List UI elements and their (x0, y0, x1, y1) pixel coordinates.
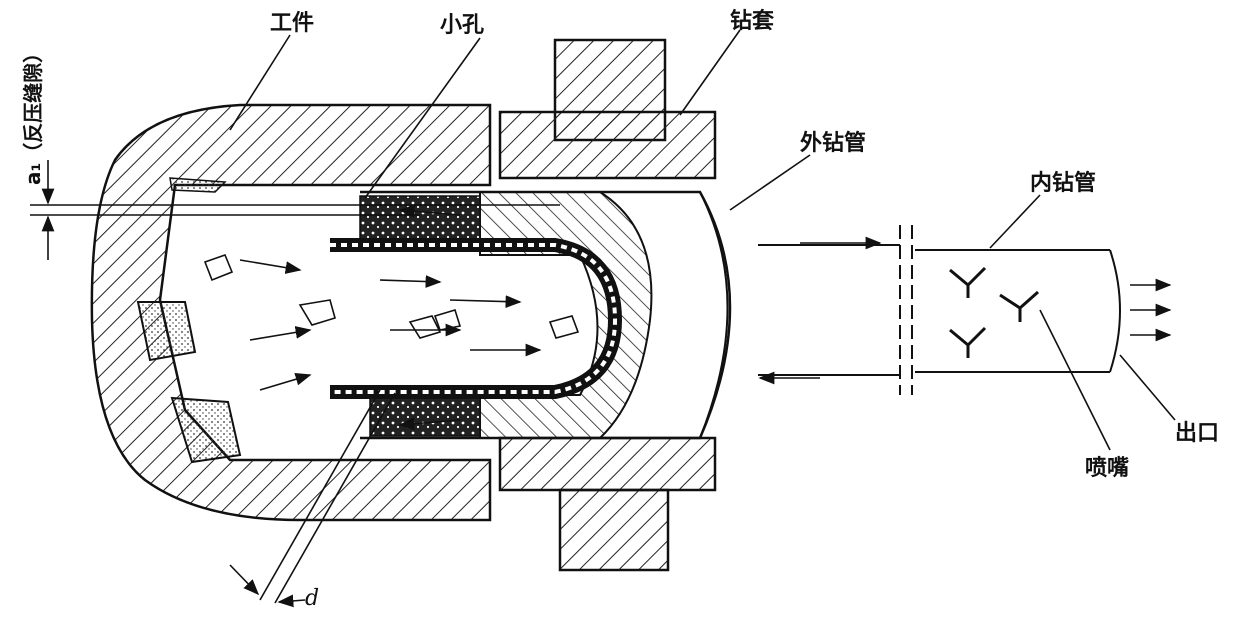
nozzle-group (949, 266, 1039, 358)
label-gap-a1: a₁（反压缝隙） (21, 43, 45, 185)
leader-lines (229, 29, 1176, 451)
drill-bushing-upper (498, 38, 717, 180)
cutting-insert-upper (136, 301, 197, 362)
drill-head (479, 191, 653, 439)
label-outlet: 出口 (1175, 421, 1219, 446)
flow-arrows (239, 204, 1172, 431)
label-drill-bushing: 钻套 (730, 8, 774, 34)
label-small-hole: 小孔 (440, 13, 484, 38)
label-outer-drill-tube: 外钻管 (800, 130, 866, 156)
cutting-insert-lower (170, 396, 242, 464)
gap-dimension (30, 160, 560, 260)
workpiece-body (90, 103, 492, 522)
label-inner-drill-tube: 内钻管 (1030, 170, 1096, 196)
label-nozzle: 喷嘴 (1085, 456, 1129, 481)
label-workpiece: 工件 (270, 11, 314, 36)
outer-drill-tube (360, 190, 732, 440)
label-diameter-d: d (305, 586, 319, 611)
drill-bushing-lower (498, 436, 717, 572)
chip-fragments (203, 253, 580, 339)
inner-tube-wall (330, 238, 623, 399)
guide-pad-upper (169, 177, 227, 193)
chip-packing (359, 195, 481, 437)
diameter-dimension (229, 389, 396, 608)
inner-drill-tube-extension (758, 225, 1121, 395)
